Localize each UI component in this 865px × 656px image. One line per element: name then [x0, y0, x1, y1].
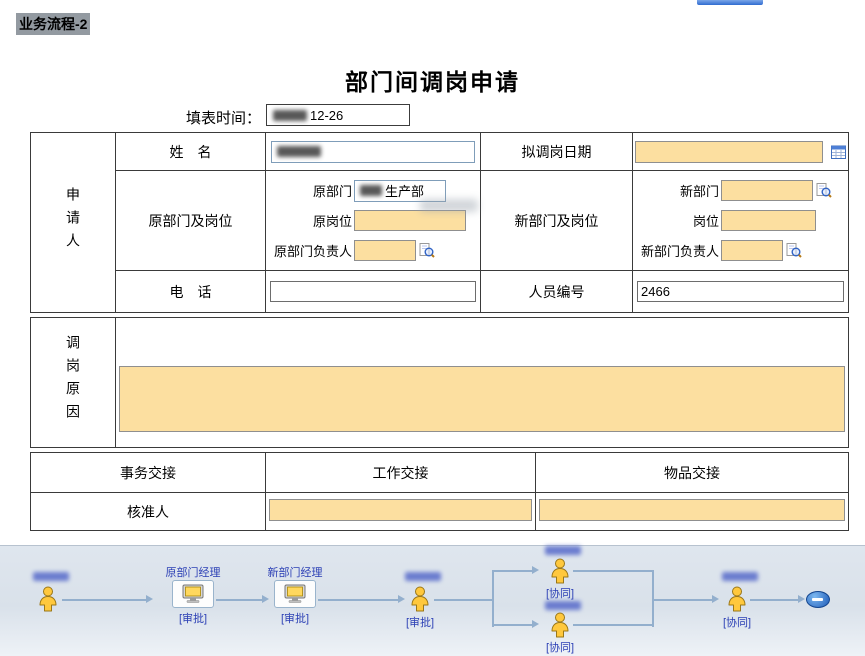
node-action-label: [协同] — [545, 642, 575, 654]
orig-post-label: 原岗位 — [312, 214, 352, 230]
handover-section-label: 事务交接 — [30, 452, 266, 493]
collaborator-person-icon[interactable] — [549, 612, 571, 638]
transfer-date-label: 拟调岗日期 — [480, 132, 633, 171]
node-action-label: [审批] — [405, 617, 435, 629]
new-manager-label: 新部门负责人 — [640, 244, 719, 259]
workflow-panel: 原部门经理 [审批] 新部门经理 [审批] — [0, 545, 865, 656]
connector-line — [216, 599, 262, 601]
node-new-dept-manager-label: 新部门经理 — [267, 567, 323, 579]
arrowhead-icon — [798, 595, 805, 603]
fill-time-visible-text: 12-26 — [310, 107, 344, 123]
redacted-name — [405, 572, 441, 581]
redacted-dept-prefix — [360, 185, 382, 197]
work-handover-label: 工作交接 — [265, 452, 536, 493]
node-action-label: [审批] — [280, 613, 310, 625]
fill-time-label: 填表时间： — [186, 110, 262, 127]
calendar-icon[interactable] — [831, 144, 846, 159]
application-form-table: 申请人 姓 名 拟调岗日期 — [30, 132, 849, 313]
approval-node-new-dept-manager[interactable] — [274, 580, 316, 608]
orig-manager-input[interactable] — [354, 240, 416, 262]
connector-line — [573, 624, 653, 626]
redacted-name-value — [277, 146, 321, 157]
name-input[interactable] — [271, 140, 475, 163]
node-action-label: [审批] — [178, 613, 208, 625]
node-action-label: [协同] — [722, 617, 752, 629]
arrowhead-icon — [398, 595, 405, 603]
lookup-icon[interactable] — [786, 243, 802, 258]
arrowhead-icon — [146, 595, 153, 603]
approval-node-orig-dept-manager[interactable] — [172, 580, 214, 608]
new-section-label: 新部门及岗位 — [480, 170, 633, 271]
fill-time-input[interactable]: 12-26 — [266, 104, 410, 126]
handover-table: 事务交接 工作交接 物品交接 核准人 — [30, 452, 849, 531]
orig-manager-label: 原部门负责人 — [273, 244, 352, 260]
connector-line — [750, 599, 798, 601]
new-dept-input[interactable] — [721, 180, 813, 201]
reason-textarea[interactable] — [119, 366, 845, 432]
redacted-name — [545, 601, 581, 610]
items-handover-label: 物品交接 — [535, 452, 849, 493]
new-dept-label: 新部门 — [679, 184, 719, 199]
connector-line — [654, 599, 712, 601]
orig-post-input[interactable] — [354, 210, 466, 232]
applicant-cell: 申请人 — [30, 132, 116, 313]
name-label: 姓 名 — [115, 132, 266, 171]
blur-artifact — [420, 199, 478, 212]
connector-line — [318, 599, 398, 601]
breadcrumb: 业务流程-2 — [16, 13, 91, 35]
reason-table: 调岗原因 — [30, 317, 849, 448]
merge-line — [652, 570, 654, 627]
computer-icon — [284, 584, 306, 603]
arrowhead-icon — [712, 595, 719, 603]
orig-dept-visible-text: 生产部 — [385, 184, 425, 200]
arrowhead-icon — [532, 566, 539, 574]
new-post-label: 岗位 — [692, 214, 719, 229]
arrowhead-icon — [262, 595, 269, 603]
connector-line — [494, 570, 532, 572]
approver-label: 核准人 — [30, 492, 266, 531]
end-node-icon[interactable] — [806, 591, 830, 608]
transfer-date-input[interactable] — [635, 140, 823, 163]
employee-no-label: 人员编号 — [480, 270, 633, 313]
start-person-icon[interactable] — [37, 586, 59, 612]
orig-dept-label: 原部门 — [312, 184, 352, 200]
new-post-input[interactable] — [721, 210, 816, 231]
items-approver-input[interactable] — [539, 499, 845, 521]
applicant-label: 申请人 — [65, 186, 81, 256]
redacted-date-value — [273, 109, 307, 121]
node-orig-dept-manager-label: 原部门经理 — [165, 567, 221, 579]
connector-line — [434, 599, 493, 601]
node-action-label: [协同] — [545, 588, 575, 600]
branch-line — [492, 570, 494, 627]
connector-line — [62, 599, 146, 601]
redacted-name — [722, 572, 758, 581]
arrowhead-icon — [532, 620, 539, 628]
reason-label: 调岗原因 — [65, 335, 81, 427]
final-collaborator-person-icon[interactable] — [726, 586, 748, 612]
computer-icon — [182, 584, 204, 603]
lookup-icon[interactable] — [419, 243, 435, 258]
redacted-name — [545, 546, 581, 555]
work-approver-input[interactable] — [269, 499, 532, 521]
phone-input[interactable] — [270, 281, 476, 302]
collaborator-person-icon[interactable] — [549, 558, 571, 584]
orig-dept-input[interactable]: 生产部 — [354, 179, 446, 202]
lookup-icon[interactable] — [816, 183, 832, 198]
top-button-fragment[interactable] — [697, 0, 763, 5]
page-title: 部门间调岗申请 — [345, 69, 520, 95]
phone-label: 电 话 — [115, 270, 266, 313]
new-manager-input[interactable] — [721, 240, 783, 261]
orig-section-label: 原部门及岗位 — [115, 170, 266, 271]
connector-line — [494, 624, 532, 626]
employee-no-input[interactable] — [637, 281, 844, 302]
redacted-name — [33, 572, 69, 581]
connector-line — [573, 570, 653, 572]
approver-person-icon[interactable] — [409, 586, 431, 612]
